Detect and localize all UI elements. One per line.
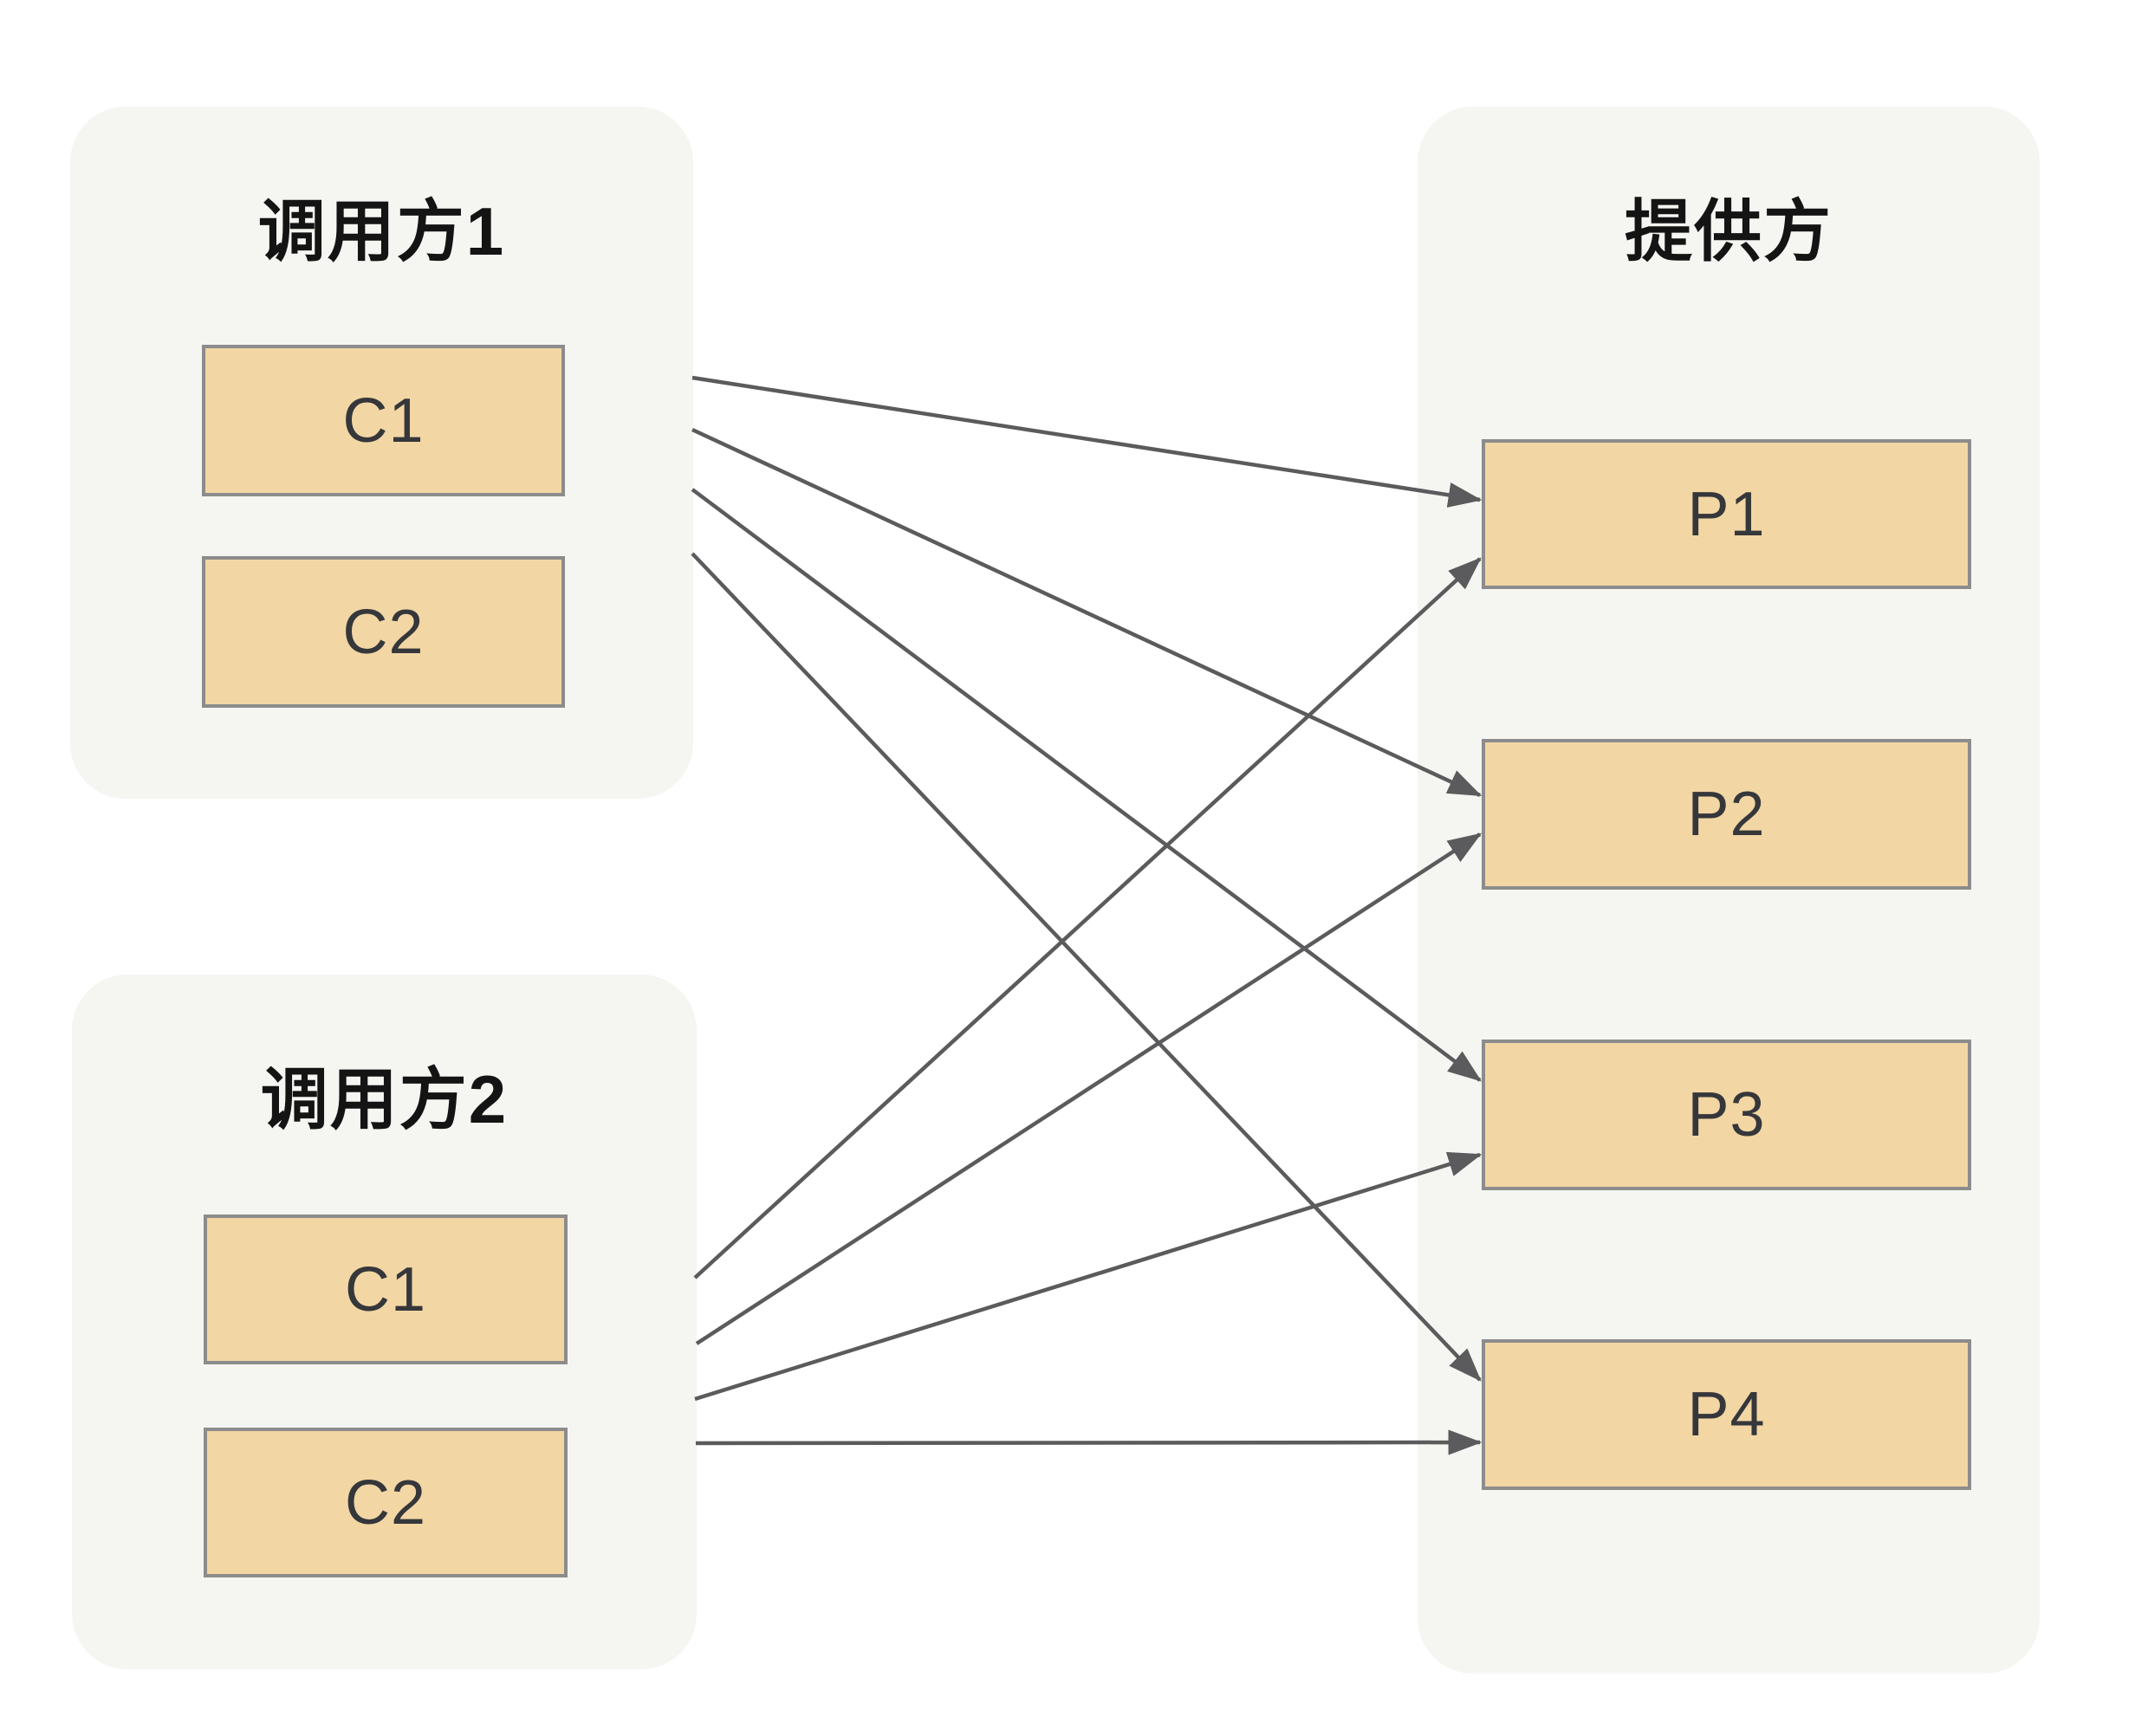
- node-label-provider-P3: P3: [1687, 1080, 1766, 1150]
- node-label-provider-P1: P1: [1687, 479, 1766, 549]
- node-label-provider-P4: P4: [1687, 1380, 1766, 1449]
- node-label-provider-P2: P2: [1687, 780, 1766, 849]
- arrow-caller2-to-P1: [693, 557, 1482, 1279]
- node-label-caller2-C1: C1: [344, 1254, 427, 1325]
- node-label-caller2-C2: C2: [344, 1467, 427, 1538]
- arrow-caller2-to-P4: [695, 1429, 1483, 1455]
- node-provider-P3: P3: [1482, 1040, 1971, 1190]
- arrow-caller1-to-P3: [691, 488, 1482, 1082]
- node-caller1-C1: C1: [202, 345, 565, 496]
- panel-caller2-title: 调用方2: [260, 1061, 509, 1137]
- arrow-caller1-to-P2: [691, 427, 1483, 798]
- node-caller2-C2: C2: [204, 1428, 568, 1577]
- node-provider-P1: P1: [1482, 439, 1971, 589]
- node-caller2-C1: C1: [204, 1215, 568, 1364]
- node-caller1-C2: C2: [202, 556, 565, 708]
- arrow-caller1-to-P1: [691, 375, 1483, 508]
- panel-provider-title: 提供方: [1624, 193, 1833, 269]
- arrow-caller2-to-P3: [694, 1151, 1483, 1402]
- node-provider-P4: P4: [1482, 1339, 1971, 1490]
- panel-caller1-title: 调用方1: [257, 193, 506, 269]
- node-provider-P2: P2: [1482, 739, 1971, 890]
- node-label-caller1-C2: C2: [342, 597, 425, 667]
- node-label-caller1-C1: C1: [342, 385, 425, 456]
- arrow-caller2-to-P2: [695, 832, 1483, 1345]
- arrow-caller1-to-P4: [691, 552, 1482, 1382]
